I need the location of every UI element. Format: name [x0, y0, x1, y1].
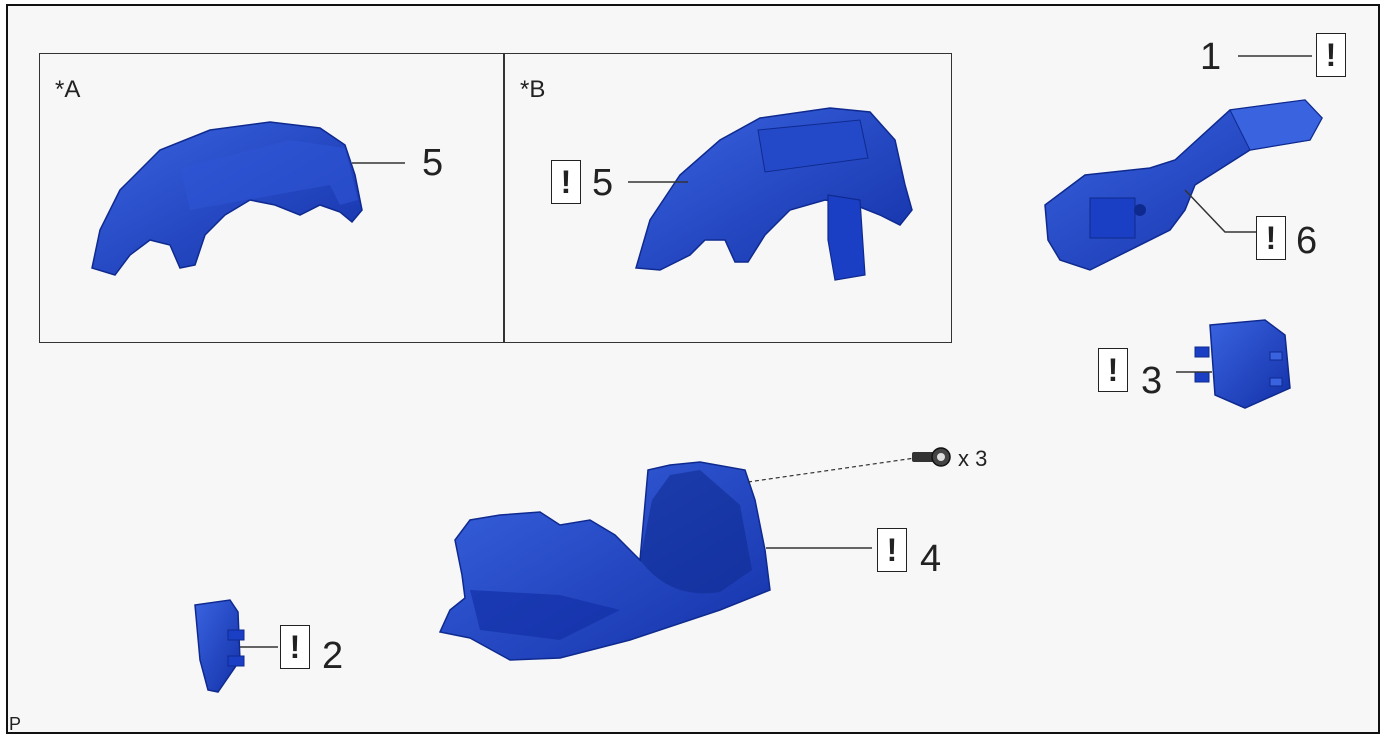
warning-box-icon[interactable]: !	[1256, 216, 1286, 260]
bolt-icon	[912, 447, 951, 467]
panel-b	[503, 53, 952, 343]
switch-block-3	[1194, 319, 1291, 409]
turn-signal-switch	[1044, 99, 1323, 271]
upper-column-cover-a	[91, 121, 363, 276]
bolt-quantity: x 3	[958, 446, 988, 471]
warning-box-icon[interactable]: !	[551, 160, 581, 204]
callout-number-4: 4	[920, 538, 942, 580]
callout-number-6: 6	[1296, 220, 1318, 262]
warning-box-icon[interactable]: !	[1316, 33, 1346, 77]
upper-column-cover-b	[635, 107, 913, 281]
warning-box-icon[interactable]: !	[280, 625, 310, 669]
panel-a	[39, 53, 505, 343]
switch-block-2	[194, 599, 245, 693]
callout-number-2: 2	[322, 635, 344, 677]
panel-a-tag: *A	[55, 76, 81, 103]
callout-number-5a: 5	[422, 142, 444, 184]
callout-number-3: 3	[1141, 360, 1163, 402]
warning-box-icon[interactable]: !	[877, 528, 907, 572]
callout-number-5b: 5	[592, 162, 614, 204]
bolt-dashed-line	[747, 457, 916, 483]
lower-column-cover	[438, 461, 771, 661]
callout-number-1: 1	[1200, 36, 1222, 78]
footer-code: P	[9, 714, 22, 734]
leader-6	[1184, 189, 1256, 233]
warning-box-icon[interactable]: !	[1098, 348, 1128, 392]
panel-b-tag: *B	[520, 76, 546, 103]
